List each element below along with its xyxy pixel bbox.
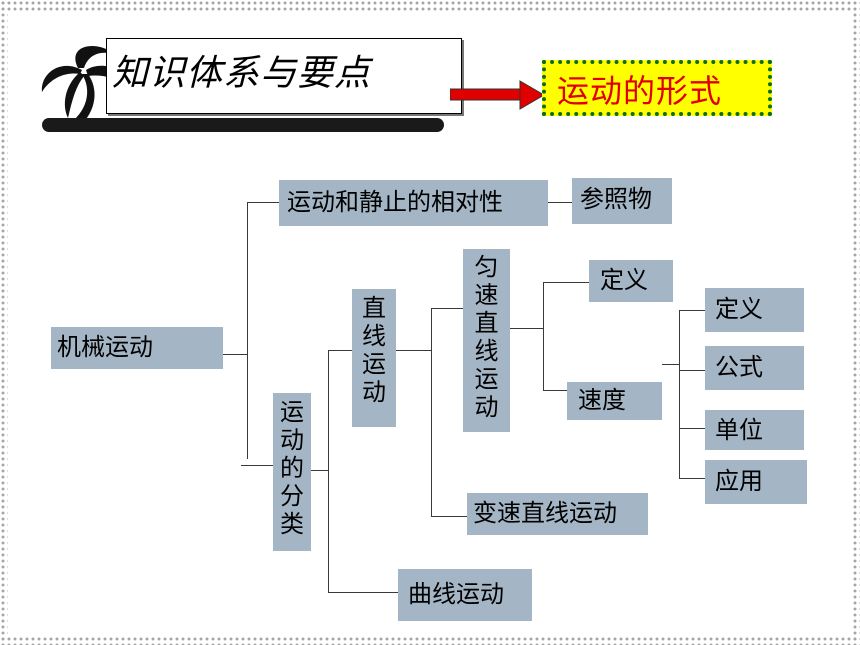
connector [247,202,279,203]
connector [241,465,275,466]
slide-border-top [0,0,860,12]
node-speed: 速度 [567,382,662,420]
node-uniform-linear-motion: 匀速直线运动 [463,249,510,432]
node-definition: 定义 [589,260,673,302]
title-box [106,38,462,114]
connector [431,308,432,516]
connector [679,370,705,371]
node-unit: 单位 [705,410,804,450]
slide-border-right [852,0,860,645]
connector [431,516,467,517]
connector [548,202,572,203]
title-underline-bar [42,118,444,132]
connector [662,364,680,365]
connector [510,328,544,329]
node-formula: 公式 [705,346,804,390]
node-variable-linear-motion: 变速直线运动 [467,493,648,535]
connector [679,478,705,479]
connector [431,308,463,309]
node-classification: 运动的分类 [273,393,311,551]
node-application: 应用 [705,460,807,504]
slide-title: 知识体系与要点 [112,53,372,94]
node-reference-object: 参照物 [572,178,672,224]
red-arrow-icon [450,80,545,110]
node-speed-definition: 定义 [705,288,804,332]
highlight-box [542,60,772,116]
connector [328,350,329,592]
node-linear-motion: 直线运动 [352,289,396,427]
node-mechanical-motion: 机械运动 [51,327,223,369]
connector [679,310,705,311]
connector [679,428,705,429]
connector [247,202,248,459]
slide-border-left [0,0,8,645]
connector [311,470,329,471]
connector [328,350,354,351]
highlight-text: 运动的形式 [557,72,723,110]
slide-border-bottom [0,636,860,645]
connector [328,592,398,593]
connector [543,282,544,390]
connector [218,354,248,355]
connector [679,310,680,478]
node-relativity: 运动和静止的相对性 [279,180,548,226]
connector [396,350,432,351]
node-curvilinear-motion: 曲线运动 [398,569,532,621]
connector [543,390,567,391]
connector [543,282,589,283]
